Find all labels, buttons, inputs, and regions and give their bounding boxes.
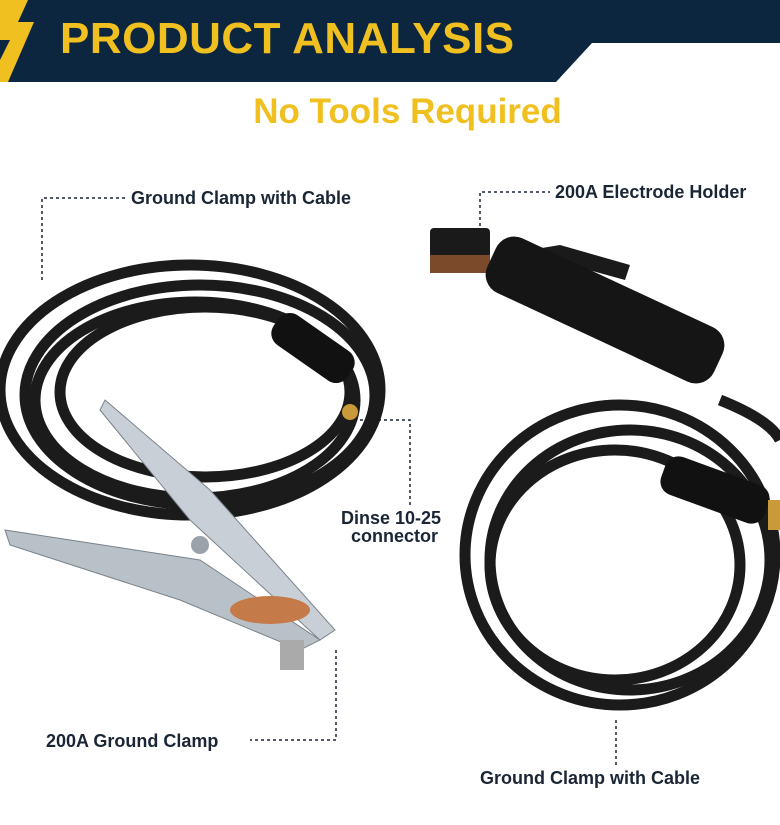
label-ground-clamp-with-cable-top: Ground Clamp with Cable <box>131 188 352 208</box>
label-dinse-line1: Dinse 10-25 <box>341 508 442 528</box>
label-dinse-line2: connector <box>351 526 439 546</box>
label-ground-clamp: 200A Ground Clamp <box>46 731 219 751</box>
dinse-connector-right <box>660 456 780 530</box>
electrode-holder <box>430 228 725 384</box>
dinse-connector-left <box>271 312 358 420</box>
label-ground-clamp-with-cable-bottom: Ground Clamp with Cable <box>480 768 701 788</box>
lightning-bolt-icon <box>0 0 34 82</box>
right-cable-coil <box>459 394 780 711</box>
header-banner <box>0 0 780 82</box>
label-electrode-holder: 200A Electrode Holder <box>555 182 747 202</box>
page-title: PRODUCT ANALYSIS <box>60 14 515 63</box>
ground-clamp <box>4 399 336 670</box>
page-subtitle: No Tools Required <box>253 92 562 131</box>
